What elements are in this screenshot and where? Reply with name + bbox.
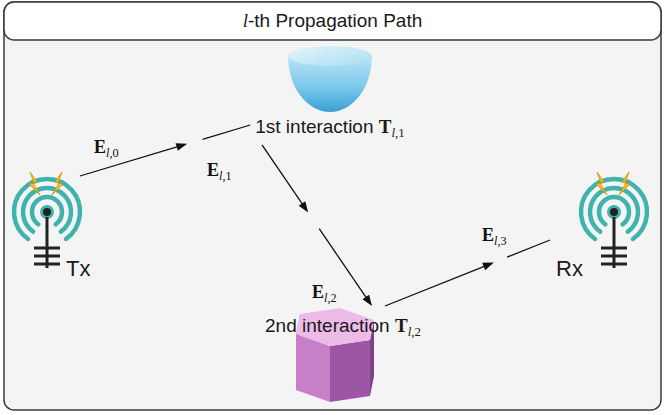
field-label: El,1	[205, 160, 234, 183]
field-label: El,2	[310, 282, 339, 305]
node-box: 1st interaction Tl,1	[250, 44, 410, 145]
header-band	[4, 2, 661, 40]
connector-arrow	[262, 145, 372, 306]
panel	[4, 2, 661, 410]
field-label: El,0	[92, 137, 121, 160]
connector-arrow	[385, 240, 550, 306]
node-label: Rx	[556, 256, 583, 281]
node-box: 2nd interaction Tl,2	[260, 306, 426, 404]
tx-antenna-icon	[14, 172, 80, 268]
node-label: 1st interaction Tl,1	[255, 116, 405, 141]
field-label: El,3	[480, 225, 509, 248]
node-label: 2nd interaction Tl,2	[265, 315, 421, 340]
title-band: l-th Propagation Path	[4, 2, 661, 40]
node-box: Rx	[550, 176, 650, 285]
node-label: Tx	[66, 256, 90, 281]
title-text: l-th Propagation Path	[243, 10, 423, 32]
rx-antenna-icon	[581, 172, 647, 268]
hemisphere-scatterer	[288, 46, 372, 112]
node-box: Tx	[8, 176, 108, 285]
